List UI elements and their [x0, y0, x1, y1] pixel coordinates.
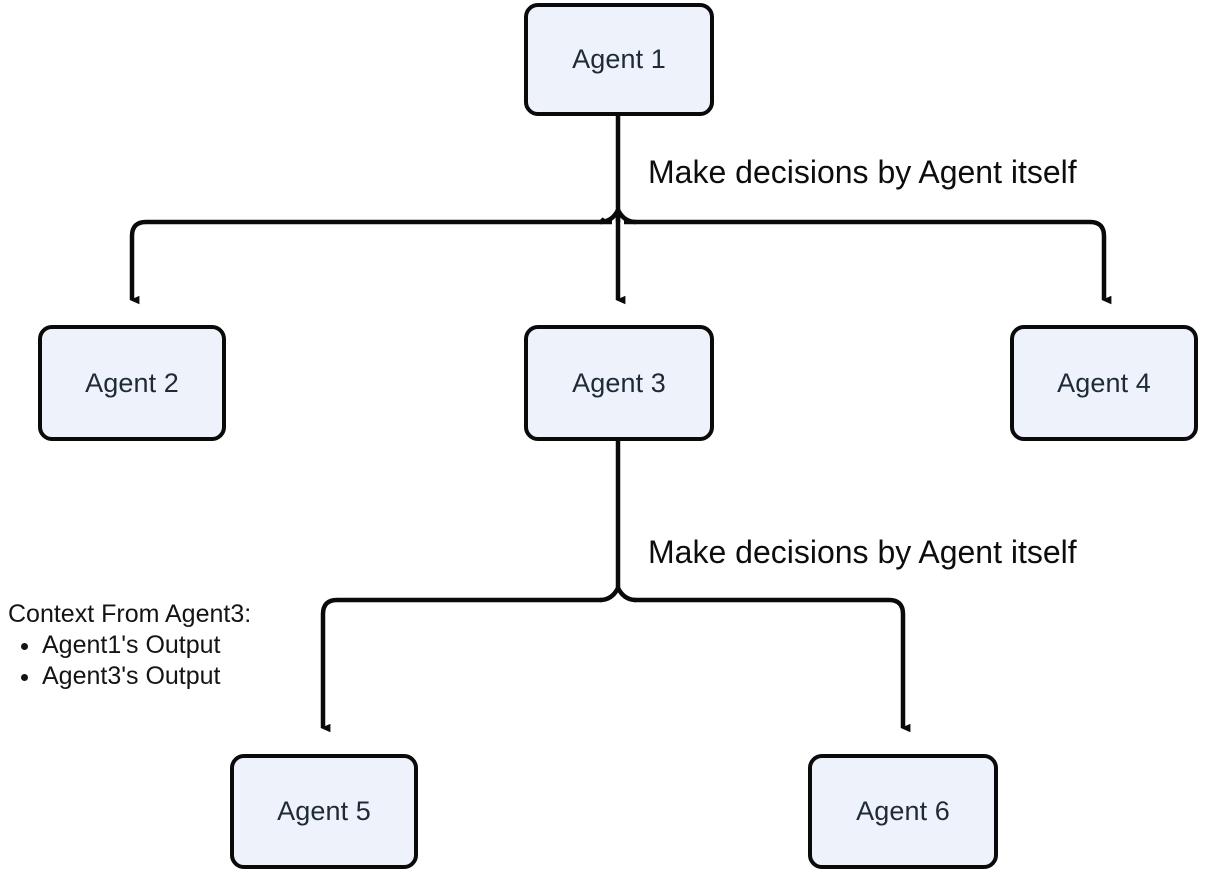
context-annotation-item: Agent3's Output — [42, 664, 251, 689]
edge-agent3-to-agent6 — [634, 597, 911, 733]
context-annotation-list: Agent1's Output Agent3's Output — [8, 633, 251, 689]
context-annotation: Context From Agent3: Agent1's Output Age… — [8, 602, 251, 695]
edge-junction-fillet-left — [599, 208, 621, 225]
node-agent1-label: Agent 1 — [572, 44, 666, 74]
node-agent2-label: Agent 2 — [85, 367, 179, 398]
node-agent4[interactable]: Agent 4 — [1010, 325, 1198, 441]
context-annotation-title: Context From Agent3: — [8, 600, 252, 628]
edge-label-top: Make decisions by Agent itself — [648, 154, 1077, 190]
edge-lower-junction-fillet-right — [615, 586, 637, 603]
node-agent2[interactable]: Agent 2 — [38, 325, 226, 441]
context-annotation-item: Agent1's Output — [42, 633, 251, 658]
node-agent3-label: Agent 3 — [572, 367, 666, 398]
edge-label-bottom: Make decisions by Agent itself — [648, 534, 1077, 570]
node-agent3[interactable]: Agent 3 — [524, 325, 714, 441]
node-agent6[interactable]: Agent 6 — [808, 754, 998, 869]
node-agent1[interactable]: Agent 1 — [524, 3, 714, 116]
node-agent5[interactable]: Agent 5 — [230, 754, 418, 869]
edge-agent1-to-agent4 — [624, 219, 1112, 305]
edge-lower-junction-fillet-left — [599, 586, 621, 603]
node-agent6-label: Agent 6 — [856, 796, 950, 826]
edge-agent3-to-agent5 — [320, 597, 602, 733]
edge-agent1-to-agent2 — [132, 217, 612, 300]
node-agent4-label: Agent 4 — [1057, 367, 1151, 398]
node-agent5-label: Agent 5 — [277, 796, 371, 826]
